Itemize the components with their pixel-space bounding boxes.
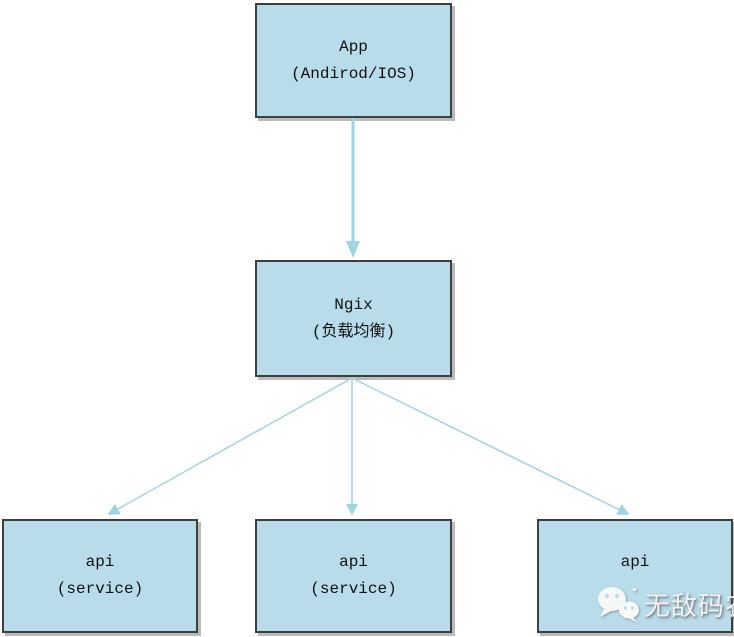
watermark: 无敌码农 [596, 584, 734, 624]
node-api-middle-subtitle: (service) [310, 580, 397, 598]
wechat-icon [598, 587, 639, 623]
arrow-app-to-ngix-head [346, 241, 360, 258]
node-app-title: App [339, 37, 368, 56]
node-app-subtitle: (Andirod/IOS) [291, 64, 416, 83]
node-api-right-title: api [620, 553, 650, 571]
watermark-text: 无敌码农 [644, 590, 734, 621]
node-ngix: Ngix (负载均衡) [255, 260, 452, 377]
node-api-left: api (service) [2, 519, 198, 633]
node-api-left-title: api [85, 553, 115, 571]
node-api-middle-title: api [339, 553, 368, 571]
node-api-left-subtitle: (service) [56, 580, 144, 598]
node-api-middle: api (service) [255, 519, 452, 633]
arrow-ngix-to-api-right [351, 377, 630, 515]
node-ngix-subtitle: (负载均衡) [311, 322, 396, 341]
node-app: App (Andirod/IOS) [255, 3, 452, 118]
arrow-ngix-to-api-left [107, 377, 353, 515]
node-ngix-title: Ngix [334, 295, 373, 314]
